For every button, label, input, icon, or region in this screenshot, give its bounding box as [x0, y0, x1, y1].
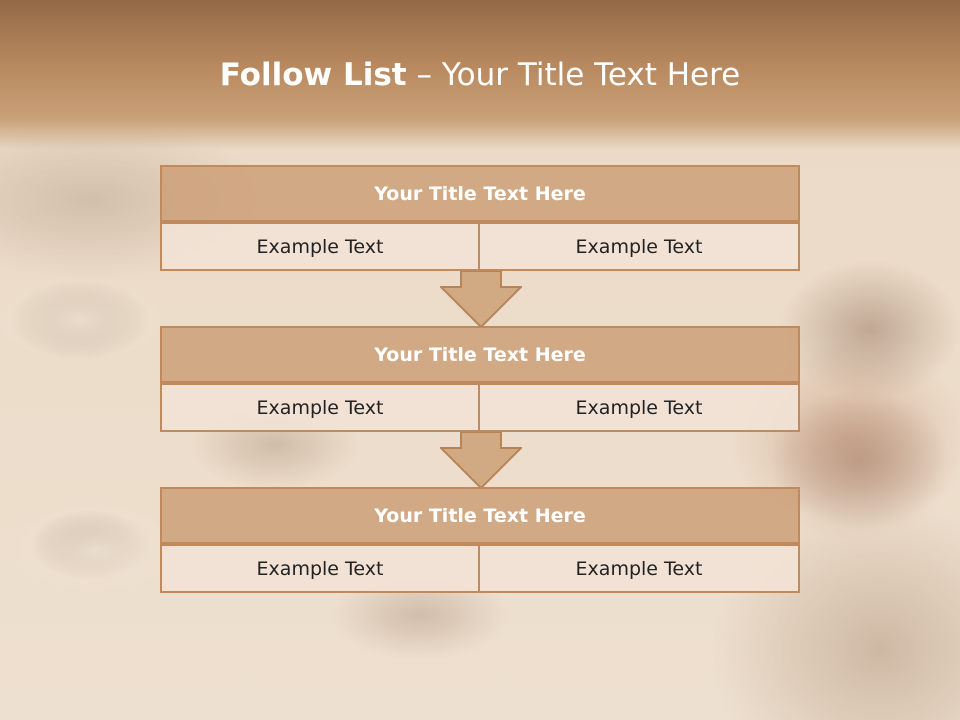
slide-title-rest: – Your Title Text Here: [416, 57, 741, 93]
block-3-title: Your Title Text Here: [160, 487, 800, 544]
slide-title-bold: Follow List: [219, 57, 407, 93]
block-2-left-text: Example Text: [160, 383, 480, 432]
block-1-title: Your Title Text Here: [160, 165, 800, 222]
flow-block-3: Your Title Text Here Example Text Exampl…: [160, 487, 800, 593]
block-2-right-text: Example Text: [480, 383, 800, 432]
block-1-left-text: Example Text: [160, 222, 480, 271]
block-3-right-text: Example Text: [480, 544, 800, 593]
flow-block-1: Your Title Text Here Example Text Exampl…: [160, 165, 800, 271]
slide-title: Follow List – Your Title Text Here: [0, 52, 960, 98]
flow-block-2: Your Title Text Here Example Text Exampl…: [160, 326, 800, 432]
block-3-left-text: Example Text: [160, 544, 480, 593]
down-arrow-icon: [440, 271, 522, 329]
down-arrow-icon: [440, 432, 522, 490]
header-band: [0, 0, 960, 150]
block-1-right-text: Example Text: [480, 222, 800, 271]
block-2-title: Your Title Text Here: [160, 326, 800, 383]
